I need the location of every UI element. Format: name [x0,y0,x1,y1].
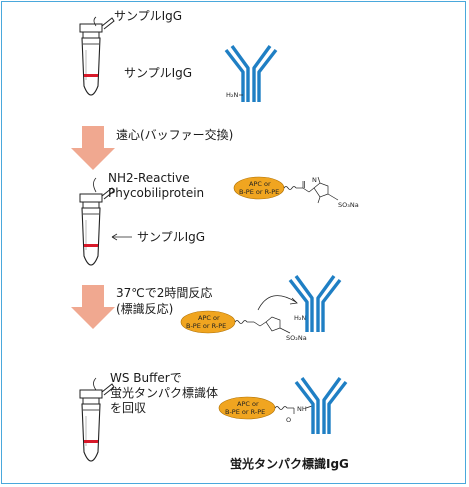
o-4: O [286,416,291,424]
reaction-curve [257,295,297,311]
tube-label-1: サンプルIgG [114,9,182,23]
oval-4-line2: B-PE or R-PE [225,408,265,416]
reagent-label-2: Phycobiliprotein [108,186,204,200]
amine-1: H₂N [226,91,238,99]
pointer-2 [93,177,97,193]
step4-label-2: 蛍光タンパク標識体 [110,386,218,400]
step4-label-3: を回収 [110,401,146,415]
final-label: 蛍光タンパク標識IgG [230,456,349,471]
sample-igg-label: サンプルIgG [124,66,192,80]
nhs-ester-3 [247,316,291,334]
arrow-2-label-1: 37℃で2時間反応 [116,286,212,300]
arrow-2 [71,285,115,329]
tube-4 [79,383,115,462]
nh-4: NH [297,405,307,413]
linker-4 [274,406,288,410]
so3na-2: SO₃Na [338,201,359,209]
nhs-ester-2 [296,176,339,204]
antibody-3 [288,274,342,334]
oval-2-line2: B-PE or R-PE [239,188,279,196]
tube-1 [79,17,115,96]
oval-4-line1: APC or [237,400,259,408]
arrow-2-label-2: (標識反応) [116,302,173,316]
arrow-1 [71,126,115,170]
step4-label-1: WS Bufferで [110,371,182,385]
oval-3-line2: B-PE or R-PE [186,322,226,330]
linker-3 [234,320,248,324]
oval-3-line1: APC or [198,314,220,322]
pointer-1 [93,16,97,27]
linker-2 [283,186,297,190]
reagent-label-1: NH2-Reactive [108,171,190,185]
oval-2-line1: APC or [249,180,271,188]
sample-label-2: サンプルIgG [137,230,205,244]
arrow-1-label: 遠心(バッファー交換) [116,127,233,142]
so3na-3: SO₂Na [286,334,307,342]
n-atom-2: N [312,176,317,184]
pointer-4 [93,377,97,391]
amine-3: H₂N [294,314,306,322]
